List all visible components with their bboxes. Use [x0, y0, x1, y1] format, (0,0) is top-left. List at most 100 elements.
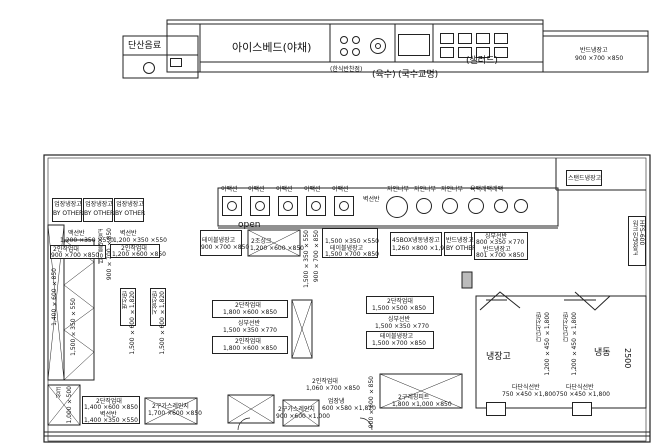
table-fridge-left-size: 900 ×700 ×850 — [201, 244, 250, 251]
burner-icon — [340, 48, 348, 56]
bin-cell — [458, 33, 472, 44]
vertical-shelf-2-label: 시설선반 — [152, 291, 159, 315]
wok-center-icon — [375, 43, 381, 49]
cold-dimension: 2500 — [623, 348, 632, 369]
range-label: 자인나부 — [387, 186, 410, 193]
rack-1-label: 다단식선반 — [536, 312, 543, 342]
fridge-by-other: 업장냉장고 BY OTHER — [83, 198, 115, 222]
burner-icon — [494, 199, 508, 213]
vertical-label-a: 1,500 ×350 ×550 — [303, 230, 310, 288]
walkin-unit: 워크인냉장고 HFS-600 — [628, 216, 646, 266]
sink-mid-size: 1,200 ×600 ×850 — [250, 245, 304, 252]
burner-icon — [339, 201, 349, 211]
table-fridge-left: 테이블냉장고 900 ×700 ×850 — [200, 230, 249, 256]
worktable-b-size: 1,200 ×350 ×550 — [113, 237, 167, 244]
stand-fridge-label: 스탠드냉장고 — [568, 175, 602, 182]
vertical-shelf-2: 시설선반 1,500 ×600 ×1,820 — [150, 288, 166, 355]
fridge-right2-size: 801 ×700 ×850 — [476, 252, 525, 259]
range-top — [398, 34, 430, 56]
register-icon — [170, 58, 182, 67]
corner-sink-size: 1,000 ×500 — [66, 386, 73, 424]
wok-burner-icon — [386, 196, 408, 218]
vertical-shelf-1-size: 1,500 ×600 ×1,820 — [129, 291, 136, 355]
top-fridge-size: 900 ×700 ×850 — [575, 55, 624, 62]
walkin-label: 워크인냉장고 — [631, 220, 638, 256]
bin-cell — [494, 47, 508, 58]
meat-display-label: (한식반찬점) — [330, 66, 363, 73]
center-counter-b-size: 1,500 ×350 ×770 — [223, 327, 277, 334]
rack-3-label: 다단식선반 — [512, 384, 540, 391]
vertical-shelf-1: 벽선반 1,500 ×600 ×1,820 — [120, 288, 136, 355]
hood-label: 이팩션 — [332, 186, 349, 193]
rack-4-label: 다단식선반 — [566, 384, 594, 391]
salad-label: (샐러드) — [466, 56, 498, 66]
freezer-45box: 45BOX냉동냉장고 1,260 ×800 ×1,900 — [390, 232, 452, 256]
yuksu-label: (육수) — [372, 70, 396, 80]
bottom-range-a-label: 2구가스레인지 — [152, 403, 189, 410]
bottom-sink-f-label: 900 ×600 ×850 — [368, 376, 375, 429]
shelf-right-size: 800 ×350 ×770 — [476, 239, 525, 246]
island-a-label: 2단작업대 — [387, 298, 413, 305]
bottom-range-a-size: 1,700 ×600 ×850 — [148, 410, 202, 417]
bottom-worktable-c-size: 1,060 ×700 ×850 — [306, 385, 360, 392]
drain-icon — [143, 62, 155, 74]
bin-cell — [458, 47, 472, 58]
center-counter-a-label: 2단작업대 — [235, 302, 261, 309]
left-narrow-label: 테이블냉장고 — [98, 228, 105, 264]
wall-shelf-c-size: 1,500 ×350 ×550 — [325, 238, 379, 245]
burner-icon — [442, 198, 458, 214]
fridge-label: 업장냉장고 — [85, 201, 113, 208]
cold-side-label: 냉동 — [594, 348, 611, 358]
burner-icon — [468, 198, 484, 214]
fridge-owner: BY OTHER — [84, 210, 115, 217]
bottom-g-size: 1,800 ×1,000 ×850 — [392, 401, 452, 408]
worktable-a-sub-size: 900 ×700 ×850 — [51, 252, 100, 259]
center-counter-c: 2인작업대 1,800 ×600 ×850 — [212, 336, 288, 354]
range-label: 자인나부 — [441, 186, 464, 193]
cold-room-label: 냉장고 — [486, 352, 511, 362]
island-c: 테이블냉장고 1,500 ×700 ×850 — [366, 331, 434, 349]
bottom-shelf-a2-label: 벽선반 — [100, 411, 117, 418]
bin-cell — [476, 47, 490, 58]
fridge-owner: BY OTHER — [115, 210, 146, 217]
worktable-b-title: 벽선반 — [120, 230, 137, 237]
open-label: open — [238, 220, 261, 230]
fridge-right-label: 반드냉장고 — [446, 237, 474, 244]
bottom-worktable-a-label: 2단작업대 — [96, 398, 122, 405]
fridge-by-other: 업장냉장고 BY OTHER — [52, 198, 83, 222]
rack-1-size: 1,200 ×450 ×1,800 — [544, 312, 551, 376]
worktable-b-sub: 2인작업대 — [121, 245, 147, 252]
bin-cell — [494, 33, 508, 44]
vertical-shelf-2-size: 1,500 ×600 ×1,820 — [159, 291, 166, 355]
shelf-right-label: 싱부선반 — [485, 233, 508, 240]
freezer-45box-size: 1,260 ×800 ×1,900 — [392, 245, 452, 252]
center-counter-a-size: 1,800 ×600 ×850 — [223, 309, 277, 316]
rack-2-label: 다단식선반 — [563, 312, 570, 342]
sink-mid-label: 2조싱크 — [251, 238, 272, 245]
rack-2-size: 1,200 ×450 ×1,800 — [571, 312, 578, 376]
burner-icon — [340, 36, 348, 44]
hood-label: 이팩션 — [276, 186, 293, 193]
fridge-right-size: BY OTHER — [446, 245, 477, 252]
bottom-shelf-a2-size: 1,400 ×350 ×550 — [84, 417, 138, 424]
walkin-size: HFS-600 — [638, 220, 645, 246]
floor-drain — [486, 402, 506, 416]
vertical-shelf-1-label: 벽선반 — [122, 291, 129, 309]
floor-drain — [572, 402, 592, 416]
island-b-label: 싱부선반 — [388, 316, 411, 323]
worktable-b: 2인작업대 1,200 ×600 ×850 — [110, 244, 166, 258]
left-vertical-shelf-label: 1,400 ×600 ×850 — [51, 268, 58, 326]
bottom-range-d-size: 900 ×600 ×1,000 — [276, 413, 330, 420]
burner-icon — [283, 201, 293, 211]
fridge-label: 업장냉장고 — [54, 201, 82, 208]
center-counter-a: 2단작업대 1,800 ×600 ×850 — [212, 300, 288, 318]
stand-fridge: 스탠드냉장고 — [566, 170, 602, 186]
bottom-worktable-a-size: 1,400 ×600 ×850 — [84, 404, 138, 411]
worktable-a-title: 맥선반 — [68, 230, 85, 237]
range-label: 자인나부 — [414, 186, 437, 193]
bin-cell — [440, 33, 454, 44]
worktable-b-sub-size: 1,200 ×600 ×850 — [112, 251, 166, 258]
island-a: 2단작업대 1,500 ×500 ×850 — [366, 296, 434, 314]
bottom-range-d-label: 2구가스레인지 — [278, 406, 315, 413]
fridge-right2-label: 반드냉장고 — [483, 246, 511, 253]
